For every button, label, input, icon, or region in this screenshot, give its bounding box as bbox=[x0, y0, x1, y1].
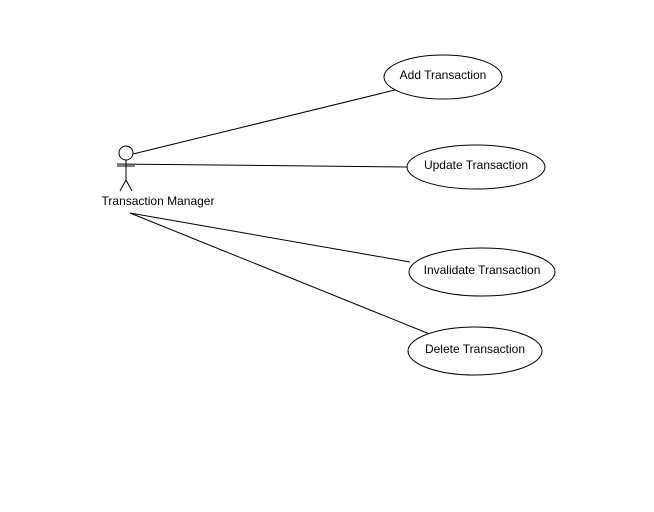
use-case-delete-transaction[interactable]: Delete Transaction bbox=[407, 326, 543, 376]
use-case-invalidate-transaction[interactable]: Invalidate Transaction bbox=[408, 247, 556, 297]
actor-transaction-manager[interactable]: Transaction Manager bbox=[102, 145, 215, 208]
use-case-label: Delete Transaction bbox=[425, 342, 525, 356]
use-case-update-transaction[interactable]: Update Transaction bbox=[406, 144, 546, 190]
actor-right-leg bbox=[125, 179, 133, 192]
use-case-ellipse bbox=[407, 326, 543, 376]
use-case-label: Update Transaction bbox=[424, 158, 528, 172]
use-case-ellipse bbox=[383, 54, 503, 100]
association-delete bbox=[129, 212, 433, 336]
use-case-ellipse bbox=[406, 144, 546, 190]
stick-figure-actor-icon bbox=[117, 145, 135, 192]
actor-head bbox=[118, 145, 134, 161]
actor-name-label: Transaction Manager bbox=[102, 194, 215, 208]
association-update bbox=[116, 163, 409, 168]
association-add bbox=[132, 89, 396, 155]
use-case-add-transaction[interactable]: Add Transaction bbox=[383, 54, 503, 100]
associations bbox=[116, 89, 433, 336]
use-case-ellipse bbox=[408, 247, 556, 297]
actor-left-leg bbox=[119, 179, 127, 192]
use-case-label: Invalidate Transaction bbox=[424, 263, 541, 277]
association-invalidate bbox=[129, 212, 411, 263]
use-case-label: Add Transaction bbox=[400, 68, 487, 82]
